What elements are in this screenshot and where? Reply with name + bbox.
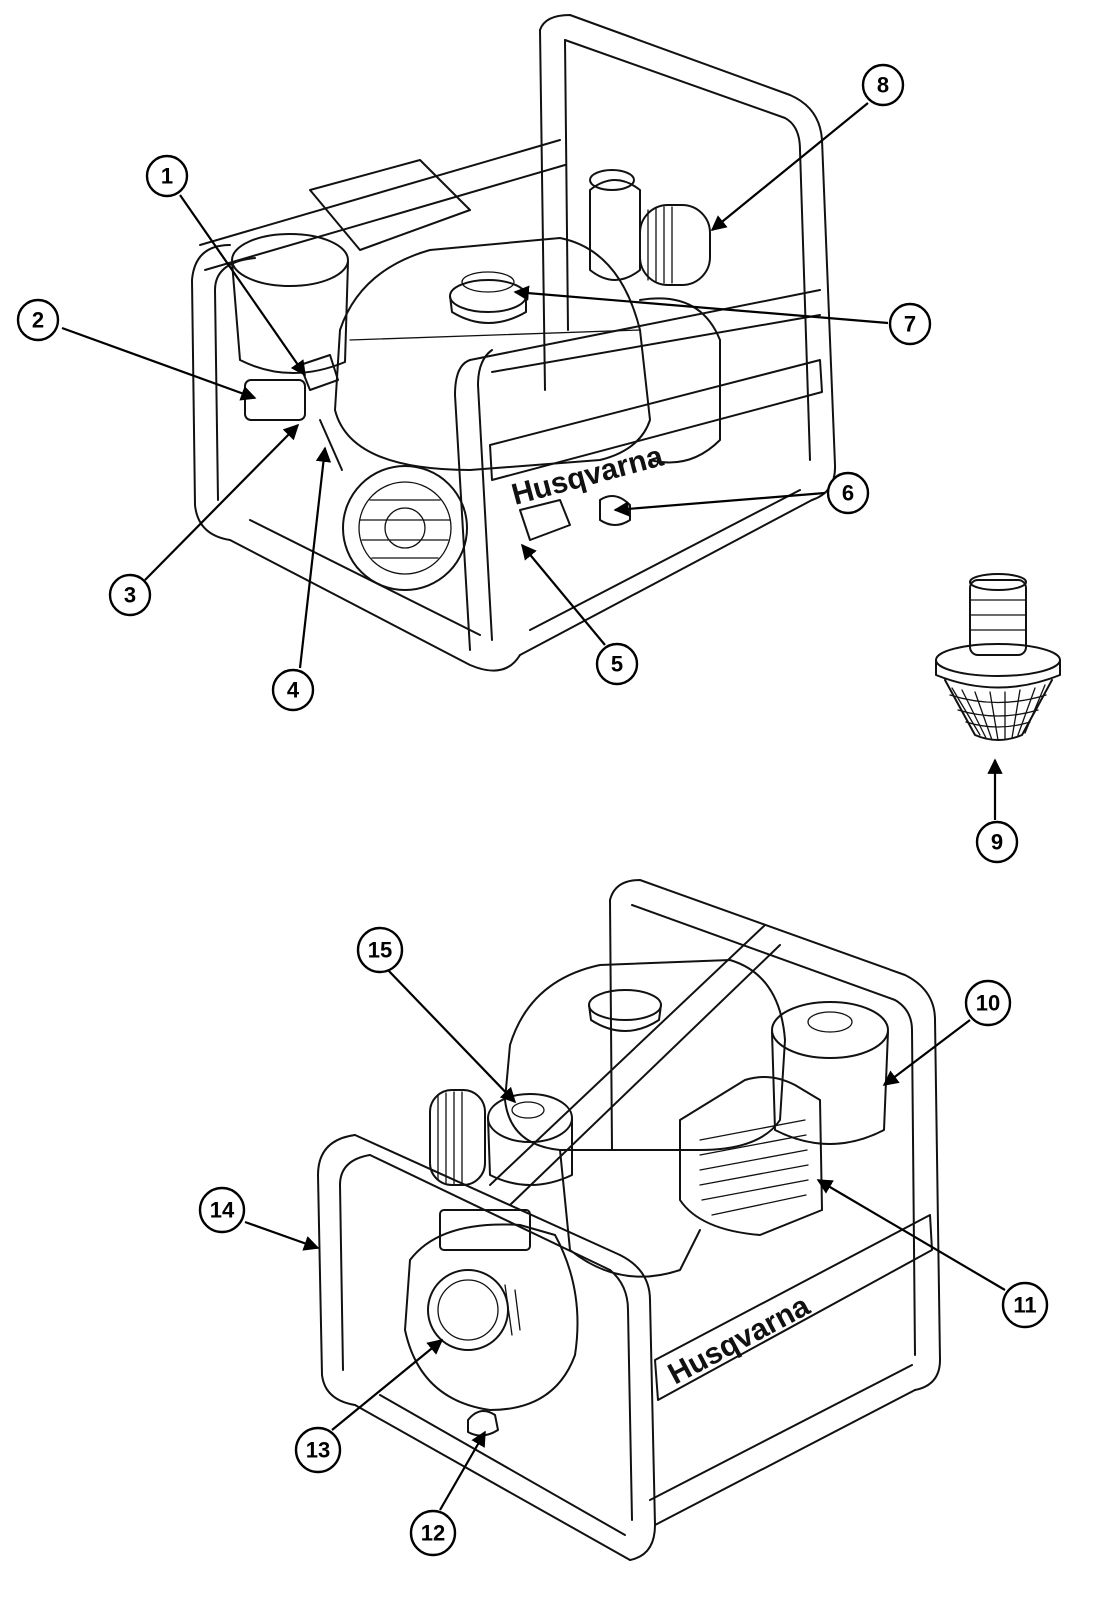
callout-7: 7: [888, 302, 932, 346]
callout-6-label: 6: [842, 481, 854, 506]
callout-9: 9: [975, 820, 1019, 864]
leader-10: [882, 1019, 971, 1086]
leader-11: [816, 1179, 1006, 1291]
callout-4: 4: [271, 668, 315, 712]
leader-6: [613, 491, 826, 517]
callout-8: 8: [861, 63, 905, 107]
callout-5: 5: [595, 642, 639, 686]
callout-14-label: 14: [210, 1198, 235, 1223]
leader-3: [144, 423, 300, 581]
brand-logo-top: Husqvarna: [508, 440, 667, 512]
callout-3-label: 3: [124, 583, 136, 608]
leader-1: [179, 194, 306, 377]
callout-1: 1: [145, 154, 189, 198]
callout-4-label: 4: [287, 678, 300, 703]
callout-3: 3: [108, 573, 152, 617]
callout-10-label: 10: [976, 991, 1000, 1016]
leader-2: [61, 326, 257, 401]
callout-15: 15: [356, 926, 404, 974]
callout-13: 13: [294, 1426, 342, 1474]
leader-13: [331, 1339, 444, 1431]
callout-8-label: 8: [877, 73, 889, 98]
callout-10: 10: [964, 979, 1012, 1027]
callout-1-label: 1: [161, 164, 173, 189]
leader-8: [710, 102, 869, 231]
callout-12-label: 12: [421, 1521, 445, 1546]
leader-14: [244, 1220, 320, 1251]
leader-12: [439, 1430, 486, 1511]
leader-4: [298, 446, 332, 669]
leader-lines: [61, 102, 1006, 1511]
callout-9-label: 9: [991, 830, 1003, 855]
callout-5-label: 5: [611, 652, 623, 677]
strainer-illustration: [935, 573, 1061, 741]
pump-illustration-bottom: Husqvarna: [317, 879, 941, 1561]
callout-6: 6: [826, 471, 870, 515]
pump-illustration-top: Husqvarna: [191, 14, 837, 672]
leader-15: [385, 967, 517, 1104]
leader-7: [513, 285, 889, 325]
callout-11: 11: [1001, 1281, 1049, 1329]
brand-logo-bottom: Husqvarna: [663, 1289, 816, 1391]
callout-12: 12: [409, 1509, 457, 1557]
callout-2-label: 2: [32, 308, 44, 333]
callout-15-label: 15: [368, 938, 392, 963]
callout-7-label: 7: [904, 312, 916, 337]
leader-5: [521, 543, 606, 646]
callout-13-label: 13: [306, 1438, 330, 1463]
callouts: 1 2 3 4 5 6 7 8: [16, 63, 1049, 1557]
callout-11-label: 11: [1013, 1293, 1036, 1318]
callout-14: 14: [198, 1186, 246, 1234]
callout-2: 2: [16, 298, 60, 342]
